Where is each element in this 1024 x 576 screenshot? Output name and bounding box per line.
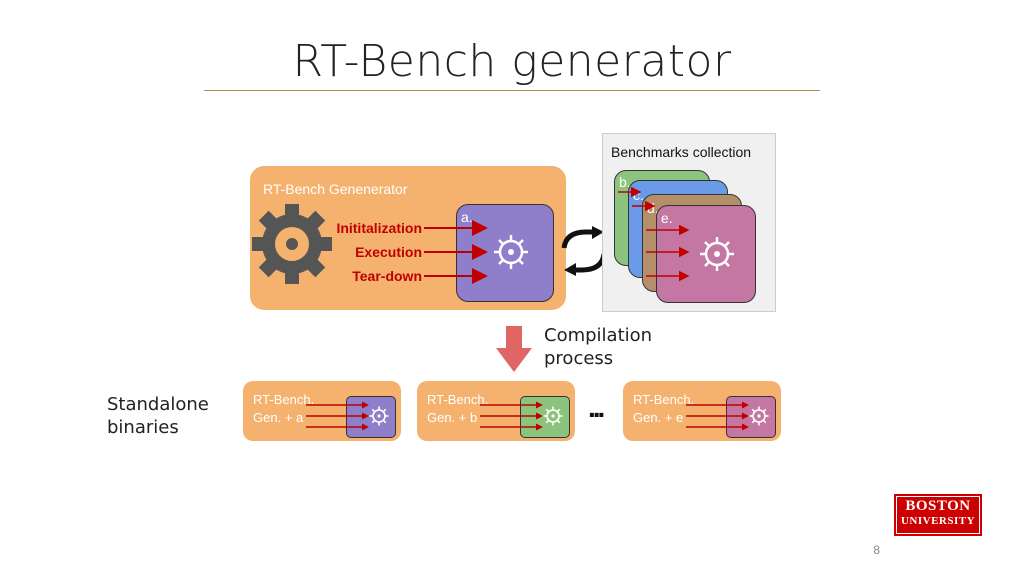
binary-a-arrow-head [362, 412, 369, 420]
compilation-label: Compilation process [544, 324, 652, 370]
binary-a-arrow-head [362, 423, 369, 431]
binary-b-gear-icon [543, 406, 563, 426]
binary-e-gear-icon [749, 406, 769, 426]
slide-title: RT-Bench generator [292, 36, 732, 87]
compilation-arrow [496, 326, 532, 372]
small-gear-icon [494, 235, 528, 269]
binary-b-inner [520, 396, 570, 438]
binary-b-label-line2: Gen. + b [427, 410, 478, 425]
compilation-label-line1: Compilation [544, 325, 653, 346]
ellipsis: ... [588, 392, 605, 423]
binary-a-label-line1: RT-Bench. [253, 392, 315, 407]
binary-a-label-line2: Gen. + a [253, 410, 304, 425]
logo-line2: UNIVERSITY [900, 515, 976, 527]
standalone-label-line1: Standalone [107, 394, 209, 415]
collection-arrows [618, 186, 690, 282]
binary-e-label-line1: RT-Bench. [633, 392, 695, 407]
collection-gear-icon [700, 237, 734, 271]
binary-e-label-line2: Gen. + e [633, 410, 684, 425]
phase-arrows [424, 220, 488, 284]
binary-a-label: RT-Bench. Gen. + a [253, 391, 314, 427]
binary-e-arrow-head [742, 401, 749, 409]
binary-e-inner [726, 396, 776, 438]
binary-b-arrow-head [536, 423, 543, 431]
binary-a-arrow-head [362, 401, 369, 409]
title-divider [204, 90, 820, 91]
logo-line1: BOSTON [905, 498, 971, 514]
benchmark-card-b-label: b. [619, 174, 631, 190]
binary-a-gear-icon [369, 406, 389, 426]
binary-e-arrow-head [742, 423, 749, 431]
benchmarks-collection-title: Benchmarks collection [611, 144, 752, 160]
gear-icon [252, 204, 332, 284]
logo-border [896, 496, 980, 534]
page-number: 8 [873, 543, 880, 557]
phase-label-teardown: Tear-down [352, 268, 422, 284]
benchmark-a-label: a. [461, 209, 473, 225]
generator-label: RT-Bench Genenerator [263, 181, 408, 197]
compilation-label-line2: process [544, 348, 614, 369]
binary-b-arrow-head [536, 412, 543, 420]
binary-e-arrow-head [742, 412, 749, 420]
phase-label-init: Inititalization [336, 220, 422, 236]
standalone-label-line2: binaries [107, 417, 179, 438]
binary-b-label-line1: RT-Bench. [427, 392, 489, 407]
phase-label-exec: Execution [355, 244, 422, 260]
binary-a-inner [346, 396, 396, 438]
standalone-label: Standalone binaries [107, 393, 209, 439]
boston-university-logo: BOSTON UNIVERSITY [894, 494, 982, 536]
binary-b-label: RT-Bench. Gen. + b [427, 391, 488, 427]
benchmark-card-e-label: e. [661, 210, 673, 226]
binary-e-label: RT-Bench. Gen. + e [633, 391, 694, 427]
binary-b-arrow-head [536, 401, 543, 409]
